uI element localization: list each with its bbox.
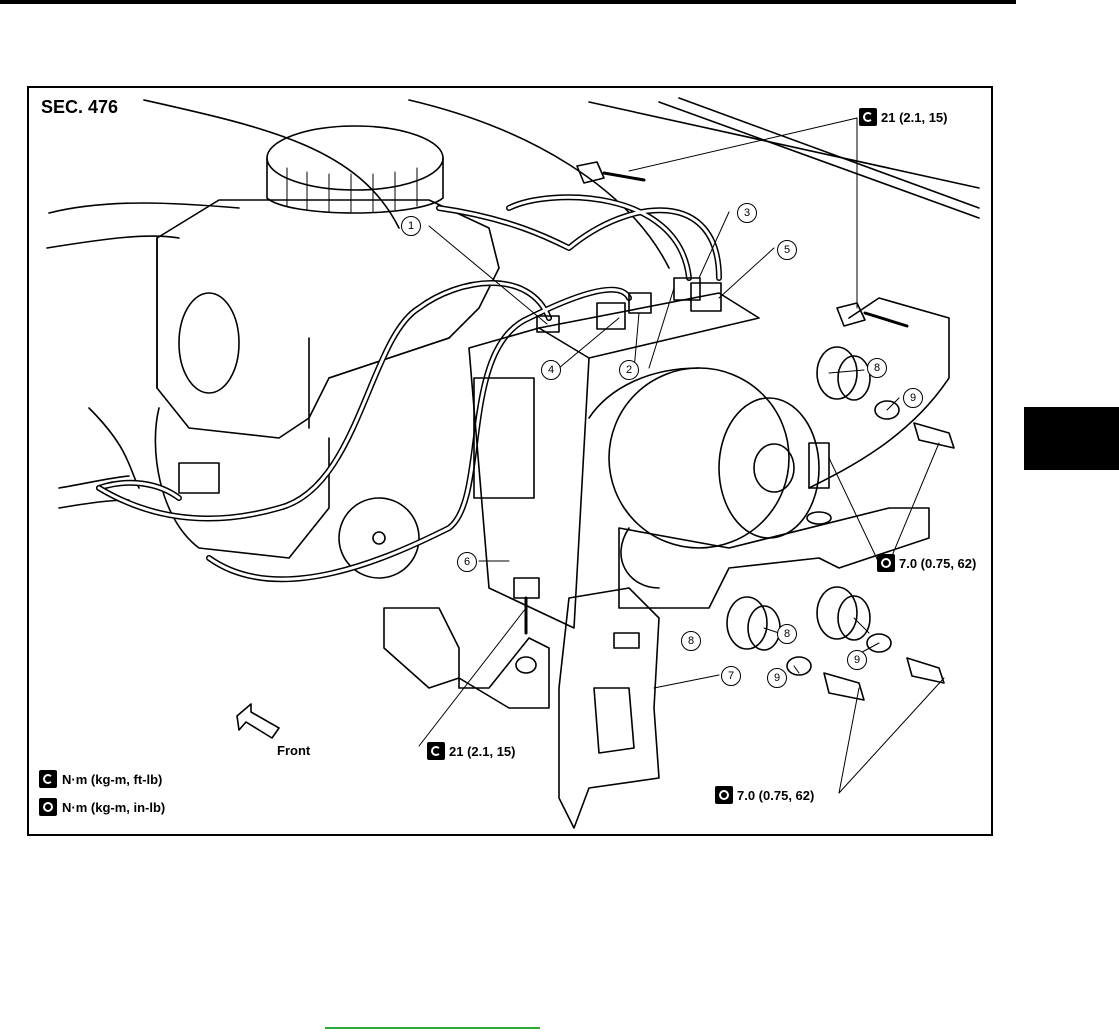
torque-value: 21 (2.1, 15) bbox=[449, 743, 516, 759]
part-number-9: 9 bbox=[903, 388, 923, 408]
section-tab bbox=[1024, 407, 1119, 470]
part-number-8: 8 bbox=[867, 358, 887, 378]
part-number-9: 9 bbox=[847, 650, 867, 670]
torque-value: 7.0 (0.75, 62) bbox=[899, 555, 977, 571]
torque-inlb-icon bbox=[715, 786, 733, 804]
front-label: Front bbox=[277, 743, 311, 758]
part-number-7: 7 bbox=[721, 666, 741, 686]
part-number-9: 9 bbox=[767, 668, 787, 688]
part-number-8: 8 bbox=[777, 624, 797, 644]
part-number-3: 3 bbox=[737, 203, 757, 223]
torque-callout-right: 7.0 (0.75, 62) bbox=[877, 554, 976, 572]
part-number-6: 6 bbox=[457, 552, 477, 572]
part-number-1: 1 bbox=[401, 216, 421, 236]
torque-value: 7.0 (0.75, 62) bbox=[737, 787, 815, 803]
bottom-link-underline[interactable] bbox=[325, 1027, 540, 1029]
part-number-4: 4 bbox=[541, 360, 561, 380]
torque-ftlb-icon bbox=[427, 742, 445, 760]
torque-callout-bottom: 21 (2.1, 15) bbox=[427, 742, 516, 760]
torque-callout-top: 21 (2.1, 15) bbox=[859, 108, 948, 126]
legend-inlb: N·m (kg-m, in-lb) bbox=[39, 798, 165, 816]
legend-ftlb-text: N·m (kg-m, ft-lb) bbox=[62, 771, 163, 787]
top-rule bbox=[0, 0, 1016, 4]
part-number-8: 8 bbox=[681, 631, 701, 651]
torque-callout-lower-right: 7.0 (0.75, 62) bbox=[715, 786, 814, 804]
torque-ftlb-icon bbox=[39, 770, 57, 788]
torque-value: 21 (2.1, 15) bbox=[881, 109, 948, 125]
torque-ftlb-icon bbox=[859, 108, 877, 126]
section-label: SEC. 476 bbox=[41, 97, 119, 117]
abs-actuator-illustration bbox=[46, 97, 980, 829]
legend-ftlb: N·m (kg-m, ft-lb) bbox=[39, 770, 162, 788]
part-number-5: 5 bbox=[777, 240, 797, 260]
torque-inlb-icon bbox=[39, 798, 57, 816]
part-number-2: 2 bbox=[619, 360, 639, 380]
legend-inlb-text: N·m (kg-m, in-lb) bbox=[62, 799, 166, 815]
diagram-frame: SEC. 476 1 2 3 4 5 6 7 8 8 8 9 9 9 21 (2… bbox=[27, 86, 993, 836]
torque-inlb-icon bbox=[877, 554, 895, 572]
